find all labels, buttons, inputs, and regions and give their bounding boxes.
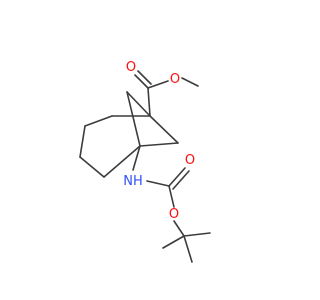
bond-carbamate-carbon-oxygen [168, 185, 175, 208]
bond-ring-c2-c3 [84, 115, 113, 127]
bond-carbamate-carbonyl-1 [168, 167, 186, 187]
bond-c5-nitrogen [132, 145, 141, 171]
bond-ring-chain-c5 [103, 145, 141, 178]
bond-c1-bridge-top [126, 91, 151, 117]
bond-c1-bridge-right [149, 115, 179, 144]
ester-ether-oxygen-label: O [170, 72, 180, 87]
bond-ring-c4-c5-chain [79, 156, 105, 178]
bond-tbutyl-methyl-left [162, 235, 185, 249]
bond-ester-carbonyl-1 [134, 74, 149, 89]
carbamate-carbonyl-oxygen-label: O [185, 153, 195, 168]
bond-tbutyl-methyl-down [183, 235, 193, 263]
bond-nitrogen-carbamate-carbon [146, 180, 170, 187]
bond-ester-carbon-oxygen [147, 80, 169, 89]
ester-carbonyl-oxygen-label: O [126, 60, 136, 75]
bond-ester-carbonyl-2 [137, 70, 152, 85]
chemical-structure-diagram: O O NH O O [79, 60, 211, 263]
bond-ester-oxygen-methyl [181, 77, 199, 87]
bond-tbutyl-methyl-right [183, 232, 211, 237]
carbamate-nh-label: NH [123, 174, 143, 189]
carbamate-ether-oxygen-label: O [169, 207, 179, 222]
bond-oxygen-tbutyl-carbon [173, 220, 185, 237]
bond-ring-c3-c4 [79, 125, 86, 158]
bond-bridge-right-c5 [139, 142, 179, 147]
bond-c1-ester-carbon [147, 87, 151, 117]
bond-carbamate-carbonyl-2 [172, 170, 190, 190]
bond-bridge-top-c5 [126, 91, 141, 147]
